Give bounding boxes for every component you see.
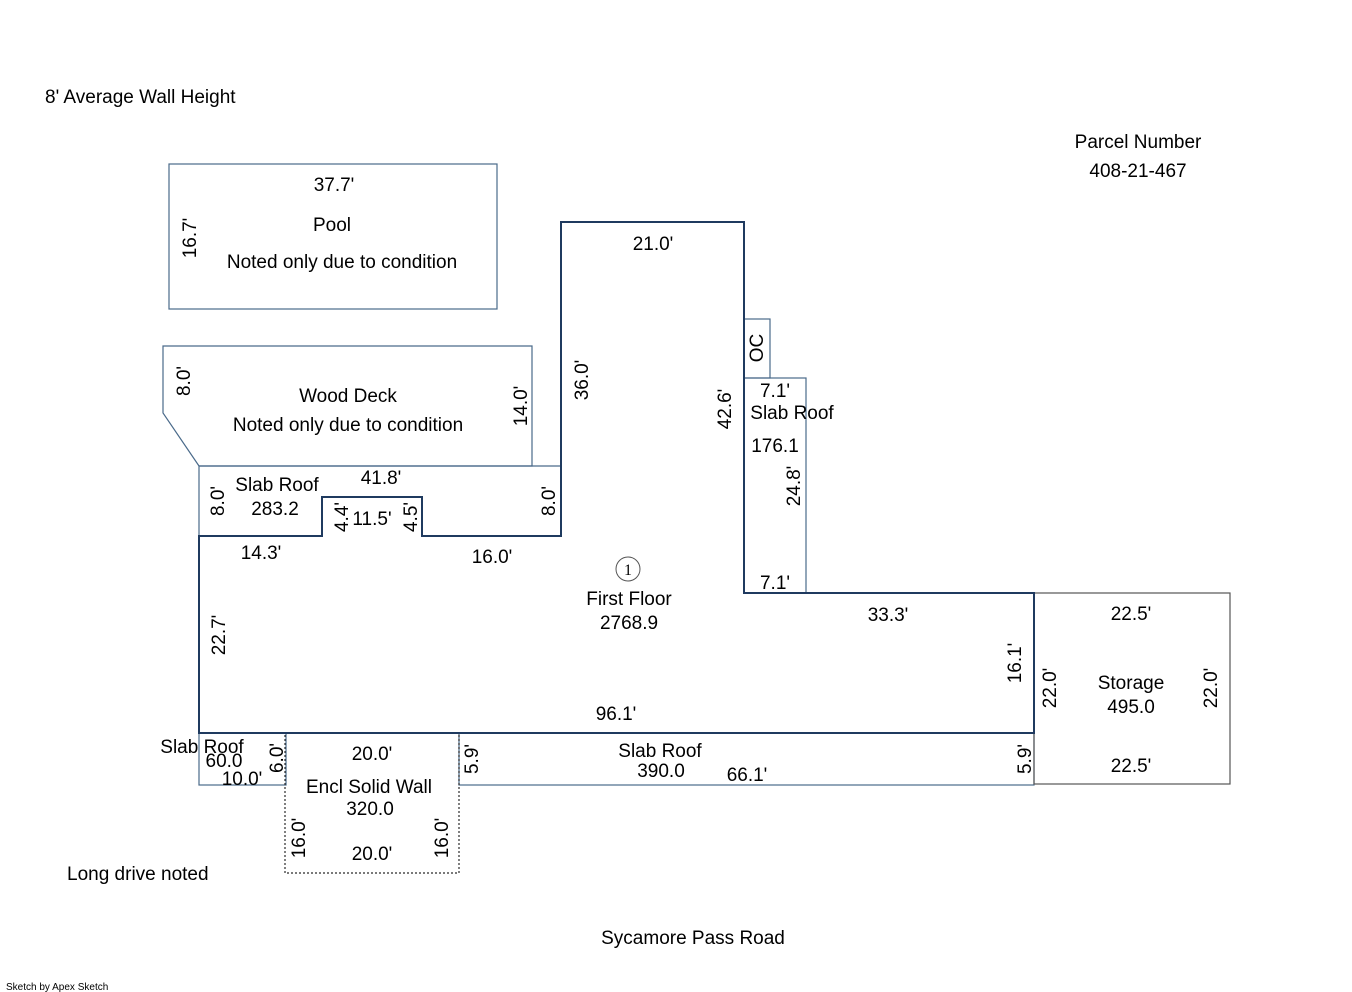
srs-dim-side: 6.0' [267, 743, 288, 773]
storage-name: Storage [1098, 673, 1165, 694]
srs-name: Slab Roof [160, 737, 244, 758]
storage-dim-left: 22.0' [1040, 668, 1061, 709]
pool-dim-left: 16.7' [180, 218, 201, 259]
ff-dim-mid-top: 16.0' [472, 547, 513, 568]
encl-dim-left: 16.0' [289, 818, 310, 859]
parcel-number: 408-21-467 [1089, 161, 1186, 182]
srl-dim-notch-left: 4.4' [332, 502, 353, 532]
srb-name: Slab Roof [618, 741, 702, 762]
ff-dim-right-upper: 42.6' [715, 389, 736, 430]
pool-outline [168, 163, 498, 310]
ff-dim-right-top: 33.3' [868, 605, 909, 626]
srs-dim-bottom: 10.0' [222, 769, 263, 790]
deck-dim-left: 8.0' [174, 366, 195, 396]
ff-dim-bottom: 96.1' [596, 704, 637, 725]
srr-name: Slab Roof [750, 403, 834, 424]
srl-dim-notch-top: 11.5' [352, 509, 391, 530]
wall-height-note: 8' Average Wall Height [45, 87, 236, 108]
encl-dim-bottom: 20.0' [352, 844, 393, 865]
storage-dim-right: 22.0' [1201, 668, 1222, 709]
ff-dim-left-top: 14.3' [241, 543, 282, 564]
storage-dim-top: 22.5' [1111, 604, 1152, 625]
encl-dim-top: 20.0' [352, 744, 393, 765]
srl-dim-top: 41.8' [361, 468, 402, 489]
deck-note: Noted only due to condition [233, 415, 463, 436]
parcel-label: Parcel Number [1075, 132, 1202, 153]
srb-dim-bottom: 66.1' [727, 765, 768, 786]
srl-dim-notch-right: 4.5' [401, 502, 422, 532]
ff-dim-notch: 7.1' [760, 573, 790, 594]
encl-area: 320.0 [346, 799, 394, 820]
deck-dim-right: 14.0' [511, 386, 532, 427]
ff-dim-right-side: 16.1' [1005, 643, 1026, 684]
floor-marker-circle [615, 556, 641, 582]
ff-name: First Floor [586, 589, 672, 610]
srl-area: 283.2 [251, 499, 299, 520]
srr-area: 176.1 [751, 436, 799, 457]
srb-area: 390.0 [637, 761, 685, 782]
srb-dim-left: 5.9' [462, 744, 483, 774]
srr-dim-side: 24.8' [784, 466, 805, 507]
sketch-credit: Sketch by Apex Sketch [6, 982, 108, 992]
srb-dim-right: 5.9' [1015, 744, 1036, 774]
road-label: Sycamore Pass Road [601, 928, 785, 949]
srl-name: Slab Roof [235, 475, 319, 496]
srr-dim-top: 7.1' [760, 381, 790, 402]
pool-dim-top: 37.7' [314, 175, 355, 196]
oc-label: OC [747, 334, 768, 363]
ff-dim-left-upper: 36.0' [572, 360, 593, 401]
ff-dim-top: 21.0' [633, 234, 674, 255]
ff-area: 2768.9 [600, 613, 658, 634]
srl-dim-right: 8.0' [539, 486, 560, 516]
deck-name: Wood Deck [299, 386, 397, 407]
first-floor-outline [198, 221, 1035, 734]
drive-note: Long drive noted [67, 864, 209, 885]
pool-name: Pool [313, 215, 351, 236]
storage-area: 495.0 [1107, 697, 1155, 718]
srs-area: 60.0 [206, 751, 243, 772]
ff-dim-left-side: 22.7' [209, 615, 230, 656]
encl-name: Encl Solid Wall [306, 777, 432, 798]
pool-note: Noted only due to condition [227, 252, 457, 273]
floor-marker-number: 1 [624, 562, 632, 579]
srl-dim-left: 8.0' [208, 486, 229, 516]
encl-solid-wall-outline [284, 732, 460, 874]
encl-dim-right: 16.0' [432, 818, 453, 859]
storage-dim-bottom: 22.5' [1111, 756, 1152, 777]
